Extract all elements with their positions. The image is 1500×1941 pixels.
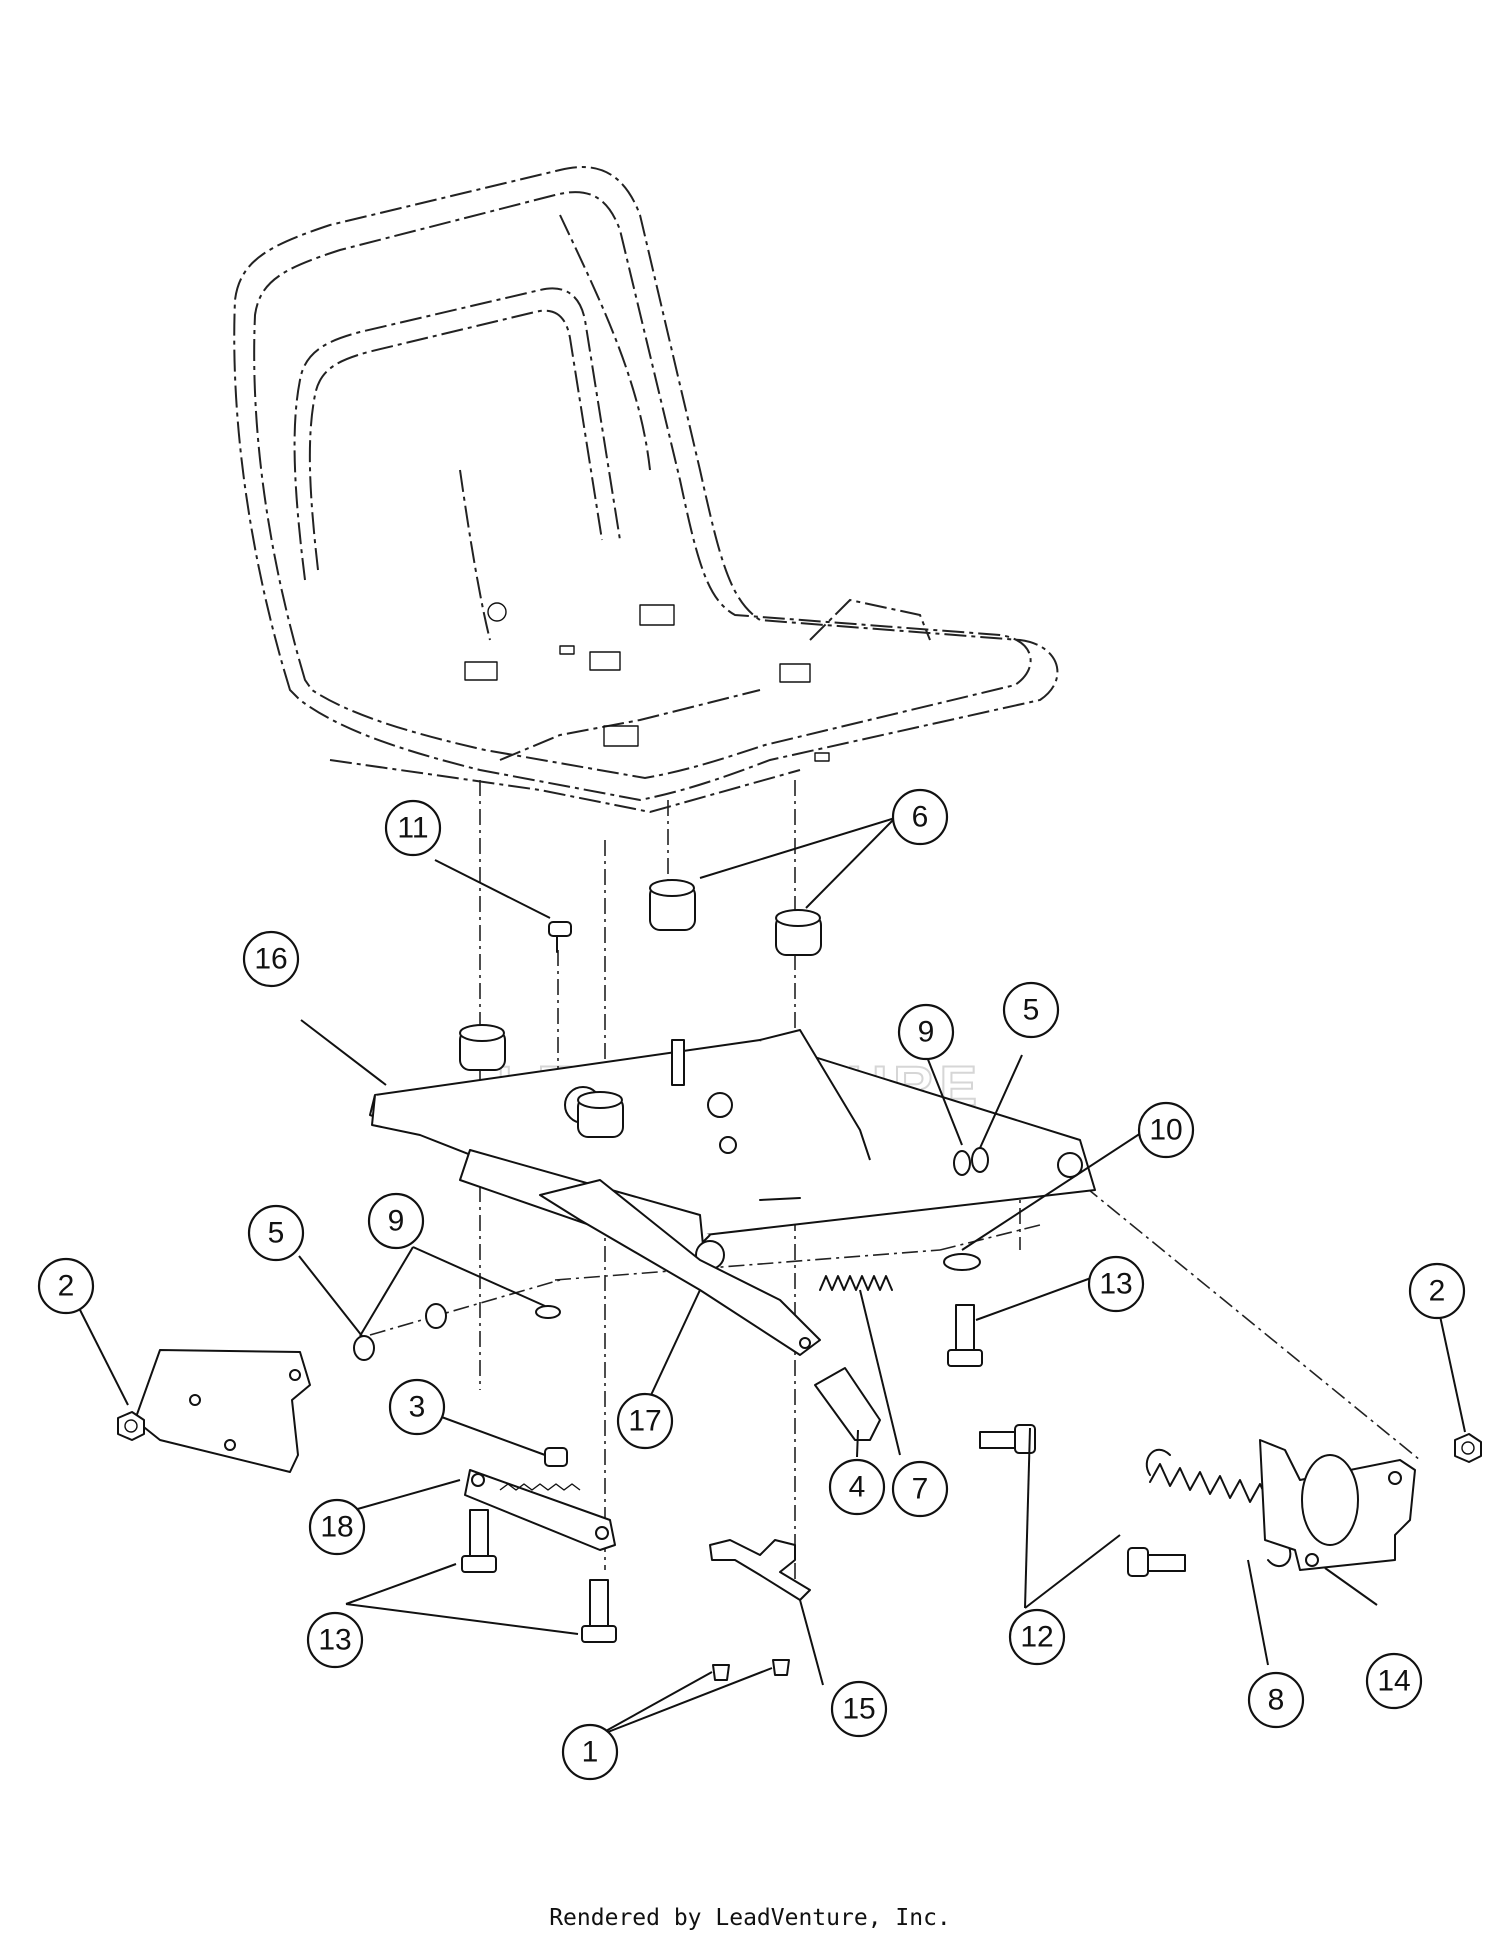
- callout-label: 8: [1268, 1684, 1285, 1717]
- callout-item-16[interactable]: 16: [242, 930, 300, 988]
- screws: [712, 1659, 790, 1681]
- callout-item-11[interactable]: 11: [384, 799, 442, 857]
- callout-item-5-right[interactable]: 5: [1002, 981, 1060, 1039]
- callout-item-13-right[interactable]: 13: [1087, 1255, 1145, 1313]
- callout-label: 14: [1377, 1665, 1410, 1698]
- washers: [353, 1147, 989, 1361]
- seat-outline: [233, 166, 1059, 814]
- seat-pan: [369, 1029, 1096, 1270]
- callout-label: 7: [912, 1473, 929, 1506]
- callout-label: 10: [1149, 1114, 1182, 1147]
- callout-item-17[interactable]: 17: [616, 1392, 674, 1450]
- callout-item-6[interactable]: 6: [891, 788, 949, 846]
- bracket-left: [134, 1349, 311, 1473]
- switch-bracket: [709, 1539, 811, 1601]
- callout-label: 5: [268, 1217, 285, 1250]
- callout-label: 17: [628, 1405, 661, 1438]
- shoulder-bolts: [461, 1304, 983, 1643]
- callout-label: 5: [1023, 994, 1040, 1027]
- bracket-right: [1259, 1439, 1416, 1571]
- callout-item-14[interactable]: 14: [1365, 1652, 1423, 1710]
- rubber-bumpers: [459, 879, 822, 1138]
- callout-label: 13: [1099, 1268, 1132, 1301]
- callout-item-1[interactable]: 1: [561, 1723, 619, 1781]
- callout-label: 4: [849, 1471, 866, 1504]
- callout-item-18[interactable]: 18: [308, 1498, 366, 1556]
- callout-item-13-left[interactable]: 13: [306, 1611, 364, 1669]
- callout-label: 9: [918, 1016, 935, 1049]
- callout-item-4[interactable]: 4: [828, 1458, 886, 1516]
- spring-small: [819, 1275, 893, 1291]
- slide-rail: [464, 1469, 616, 1551]
- callout-item-8[interactable]: 8: [1247, 1671, 1305, 1729]
- callout-label: 1: [582, 1736, 599, 1769]
- callout-label: 18: [320, 1511, 353, 1544]
- callout-item-5-left[interactable]: 5: [247, 1204, 305, 1262]
- callout-item-2-right[interactable]: 2: [1408, 1262, 1466, 1320]
- callout-item-15[interactable]: 15: [830, 1680, 888, 1738]
- callout-item-12[interactable]: 12: [1008, 1608, 1066, 1666]
- nut-small: [544, 1447, 568, 1467]
- bolts: [979, 1424, 1186, 1577]
- callout-item-10[interactable]: 10: [1137, 1101, 1195, 1159]
- adjust-lever: [539, 1179, 821, 1356]
- callout-label: 2: [1429, 1275, 1446, 1308]
- callout-label: 16: [254, 943, 287, 976]
- callout-label: 15: [842, 1693, 875, 1726]
- knob-cap: [814, 1367, 881, 1441]
- callout-label: 13: [318, 1624, 351, 1657]
- callout-label: 11: [397, 812, 428, 845]
- callout-label: 6: [912, 801, 929, 834]
- render-credit: Rendered by LeadVenture, Inc.: [549, 1905, 951, 1931]
- callout-item-9-left[interactable]: 9: [367, 1192, 425, 1250]
- callout-item-9-right[interactable]: 9: [897, 1003, 955, 1061]
- callout-label: 12: [1020, 1621, 1053, 1654]
- callout-item-2-left[interactable]: 2: [37, 1257, 95, 1315]
- push-pin: [548, 921, 572, 953]
- callout-item-3[interactable]: 3: [388, 1378, 446, 1436]
- nut-left: [117, 1411, 145, 1441]
- callout-label: 2: [58, 1270, 75, 1303]
- callout-item-7[interactable]: 7: [891, 1460, 949, 1518]
- callout-label: 9: [388, 1205, 405, 1238]
- nut-right: [1454, 1433, 1482, 1463]
- callout-label: 3: [409, 1391, 426, 1424]
- leader-lines: [75, 817, 1466, 1738]
